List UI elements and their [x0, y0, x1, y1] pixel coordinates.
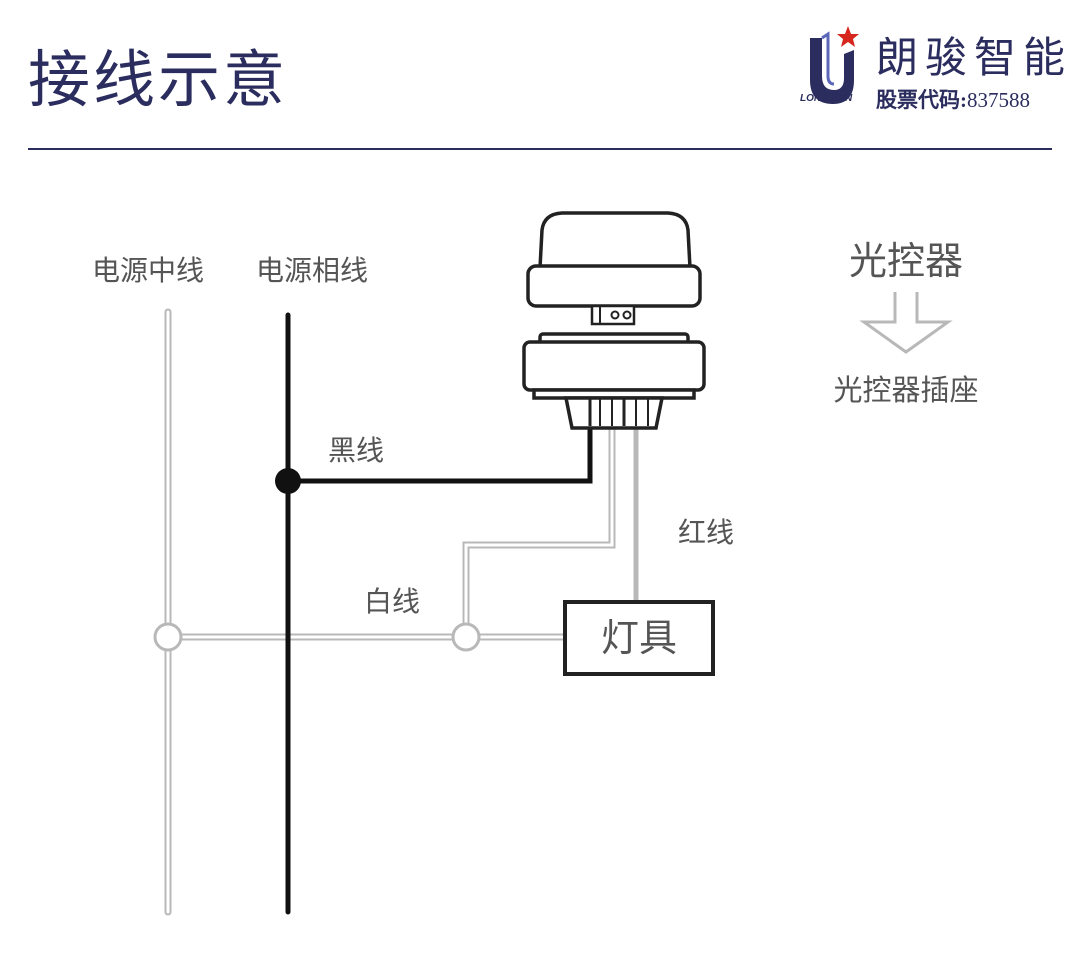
white-wire-junction	[451, 622, 481, 652]
page-title: 接线示意	[28, 43, 289, 116]
neutral-junction	[153, 622, 183, 652]
lamp-box	[563, 600, 715, 676]
socket-label: 光控器插座	[833, 373, 978, 407]
white-wire	[462, 425, 616, 637]
header-divider	[28, 148, 1052, 150]
lamp-label: 灯具	[601, 616, 677, 660]
phase-junction	[275, 468, 301, 494]
longjoin-logo-icon	[810, 26, 859, 104]
phase-line-label: 电源相线	[256, 254, 368, 287]
company-logo: 朗骏智能 LONGJOIN 股票代码:837588	[800, 24, 1065, 124]
brand-latin-name: LONGJOIN	[800, 93, 853, 104]
photocontrol-socket-icon	[522, 332, 706, 430]
black-wire	[288, 425, 593, 484]
hollow-down-arrow-icon	[859, 292, 953, 354]
stock-code: 837588	[967, 88, 1030, 112]
photocontrol-label: 光控器	[849, 239, 963, 283]
red-wire-label: 红线	[678, 516, 734, 549]
white-wire-label: 白线	[364, 585, 420, 618]
stock-label: 股票代码:	[876, 88, 967, 112]
photocontrol-icon	[526, 211, 702, 326]
neutral-line-label: 电源中线	[92, 254, 204, 287]
stock-code-row: 股票代码:837588	[876, 86, 1030, 114]
brand-name: 朗骏智能	[876, 33, 1073, 82]
black-wire-label: 黑线	[328, 434, 384, 467]
